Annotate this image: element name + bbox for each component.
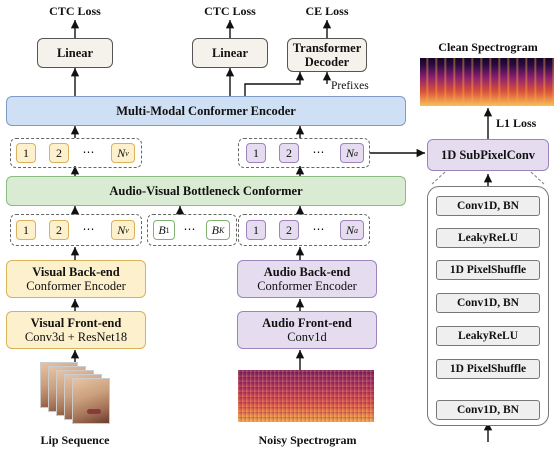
decoder-line1: Transformer	[292, 41, 362, 55]
visual-backend-title: Visual Back-end	[32, 265, 120, 279]
noisy-spectrogram-label: Noisy Spectrogram	[258, 433, 357, 447]
linear-mid-label: Linear	[211, 46, 249, 60]
linear-left-label: Linear	[56, 46, 94, 60]
stack-layer-3: 1D PixelShuffle	[436, 260, 540, 280]
btok-dots: ⋯	[183, 222, 197, 236]
atok-upper-dots: ⋯	[312, 145, 326, 159]
multimodal-encoder-label: Multi-Modal Conformer Encoder	[116, 104, 296, 118]
arrow-encoder-to-decoder	[244, 72, 305, 96]
subpixelconv-box: 1D SubPixelConv	[427, 139, 549, 171]
decoder-line2: Decoder	[304, 55, 350, 69]
audio-frontend-sub: Conv1d	[287, 330, 327, 344]
visual-backend-sub: Conformer Encoder	[26, 279, 126, 293]
visual-frontend-title: Visual Front-end	[30, 316, 122, 330]
clean-spectrogram-image	[420, 58, 554, 106]
atok-upper-2: 2	[279, 143, 299, 163]
stack-layer-7: Conv1D, BN	[436, 400, 540, 420]
lip-sequence-image	[40, 362, 112, 424]
ctc-loss-left-label: CTC Loss	[49, 4, 101, 18]
linear-left-box: Linear	[37, 38, 113, 68]
l1-loss-label: L1 Loss	[496, 116, 537, 130]
vtok-upper-dots: ⋯	[82, 145, 96, 159]
vtok-lower-dots: ⋯	[82, 222, 96, 236]
subpixelconv-label: 1D SubPixelConv	[440, 148, 536, 162]
bottleneck-encoder-box: Audio-Visual Bottleneck Conformer	[6, 176, 406, 206]
vtok-upper-1: 1	[16, 143, 36, 163]
audio-frontend-title: Audio Front-end	[262, 316, 352, 330]
stack-layer-2: LeakyReLU	[436, 228, 540, 248]
linear-mid-box: Linear	[192, 38, 268, 68]
transformer-decoder-box: Transformer Decoder	[287, 38, 367, 72]
atok-upper-1: 1	[246, 143, 266, 163]
noisy-spectrogram-image	[238, 370, 374, 422]
visual-backend-box: Visual Back-end Conformer Encoder	[6, 260, 146, 298]
visual-frontend-box: Visual Front-end Conv3d + ResNet18	[6, 311, 146, 349]
multimodal-encoder-box: Multi-Modal Conformer Encoder	[6, 96, 406, 126]
audio-frontend-box: Audio Front-end Conv1d	[237, 311, 377, 349]
atok-lower-dots: ⋯	[312, 222, 326, 236]
atok-lower-1: 1	[246, 220, 266, 240]
audio-backend-title: Audio Back-end	[263, 265, 351, 279]
visual-frontend-sub: Conv3d + ResNet18	[24, 330, 128, 344]
stack-layer-1: Conv1D, BN	[436, 196, 540, 216]
flare-right	[530, 171, 545, 185]
audio-backend-box: Audio Back-end Conformer Encoder	[237, 260, 377, 298]
stack-layer-5: LeakyReLU	[436, 326, 540, 346]
vtok-lower-2: 2	[49, 220, 69, 240]
prefixes-label: Prefixes	[331, 80, 369, 92]
audio-backend-sub: Conformer Encoder	[257, 279, 357, 293]
vtok-lower-1: 1	[16, 220, 36, 240]
lip-sequence-label: Lip Sequence	[40, 433, 110, 447]
flare-left	[431, 171, 446, 185]
atok-lower-2: 2	[279, 220, 299, 240]
stack-layer-4: Conv1D, BN	[436, 293, 540, 313]
vtok-upper-2: 2	[49, 143, 69, 163]
ce-loss-label: CE Loss	[305, 4, 349, 18]
stack-layer-6: 1D PixelShuffle	[436, 359, 540, 379]
bottleneck-encoder-label: Audio-Visual Bottleneck Conformer	[109, 184, 303, 198]
clean-spectrogram-label: Clean Spectrogram	[438, 40, 538, 54]
ctc-loss-mid-label: CTC Loss	[204, 4, 256, 18]
